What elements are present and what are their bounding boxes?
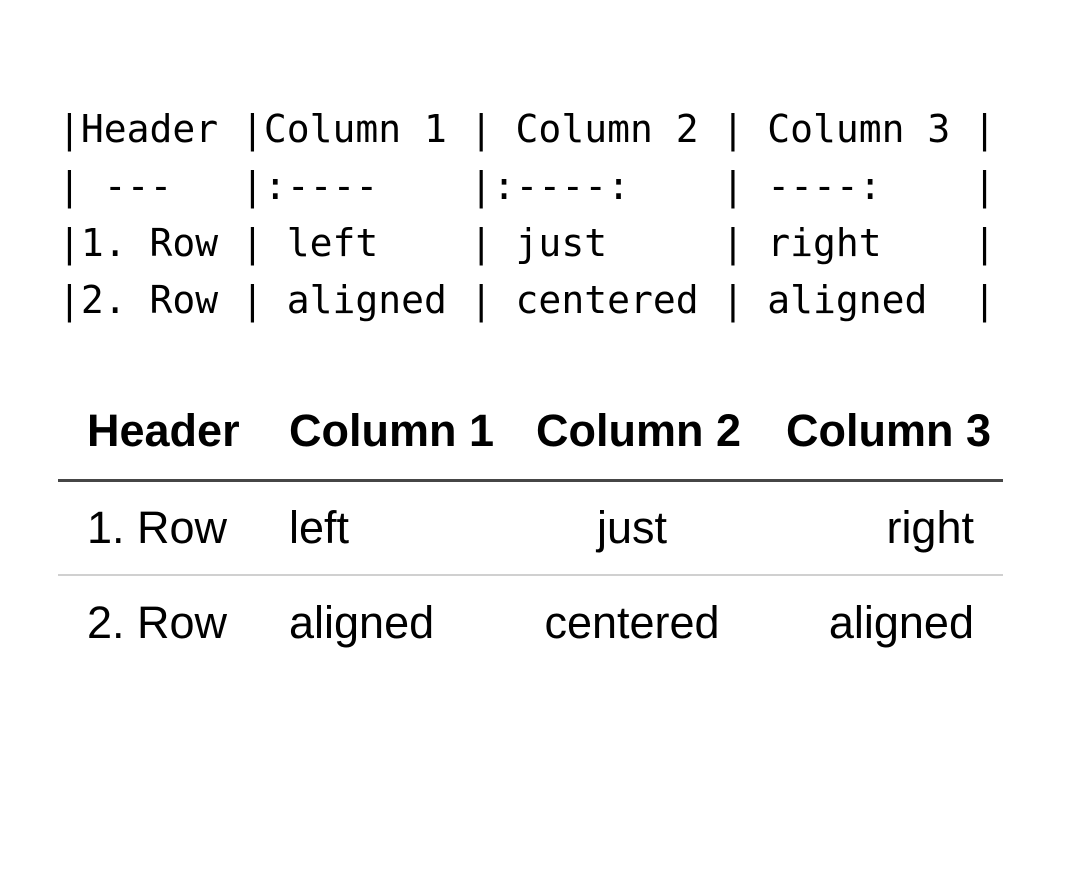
table-header-row: Header Column 1 Column 2 Column 3 bbox=[58, 383, 1003, 480]
table-header-cell-header: Header bbox=[87, 404, 240, 456]
table-cell: centered bbox=[544, 597, 720, 648]
table-cell: left bbox=[289, 501, 350, 553]
table-header-cell-column-2: Column 2 bbox=[536, 404, 742, 456]
rendered-markdown-table: Header Column 1 Column 2 Column 3 1. Row… bbox=[58, 383, 1003, 670]
code-line-alignment: | --- |:---- |:----: | ----: | bbox=[58, 164, 996, 208]
table-row-1: 1. Row left just right bbox=[58, 480, 1003, 575]
code-line-header: |Header |Column 1 | Column 2 | Column 3 … bbox=[58, 107, 996, 151]
code-line-row-2: |2. Row | aligned | centered | aligned | bbox=[58, 278, 996, 322]
table-cell: aligned bbox=[828, 597, 974, 648]
markdown-code-block: |Header |Column 1 | Column 2 | Column 3 … bbox=[58, 101, 1080, 329]
table-cell: 2. Row bbox=[87, 597, 228, 648]
table-cell: aligned bbox=[289, 597, 435, 648]
table-cell: just bbox=[596, 501, 668, 553]
table-header-cell-column-3: Column 3 bbox=[786, 404, 992, 456]
code-line-row-1: |1. Row | left | just | right | bbox=[58, 221, 996, 265]
table-row-2: 2. Row aligned centered aligned bbox=[58, 575, 1003, 670]
table-cell: right bbox=[886, 501, 974, 553]
table-cell: 1. Row bbox=[87, 501, 228, 553]
table-header-cell-column-1: Column 1 bbox=[289, 404, 495, 456]
